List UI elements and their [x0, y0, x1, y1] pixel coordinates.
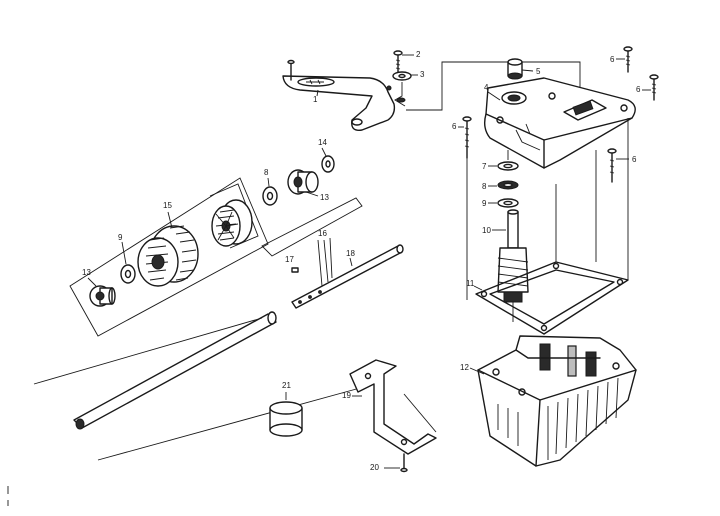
callout-15: 15	[163, 201, 172, 210]
callout-6c: 6	[452, 122, 457, 131]
washer-part-14[interactable]	[321, 155, 335, 173]
callout-9: 9	[482, 199, 487, 208]
gear-housing-part-12[interactable]	[477, 335, 637, 467]
pin-part-16[interactable]	[317, 237, 333, 287]
washer-part-9[interactable]	[497, 198, 519, 208]
shaft-part-18[interactable]	[291, 244, 404, 309]
bearing-part-13b[interactable]	[287, 169, 319, 195]
callout-7: 7	[482, 162, 487, 171]
callout-19: 19	[342, 391, 351, 400]
callout-20: 20	[370, 463, 379, 472]
callout-18: 18	[346, 249, 355, 258]
screw-part-6a[interactable]	[623, 46, 633, 73]
bushing-part-5[interactable]	[507, 58, 523, 80]
screw-part-6c[interactable]	[462, 116, 472, 159]
callout-8b: 8	[264, 168, 269, 177]
screw-part-2[interactable]	[393, 50, 403, 75]
callout-16: 16	[318, 229, 327, 238]
gear-housing-cover-part[interactable]	[483, 77, 636, 169]
callout-14: 14	[318, 138, 327, 147]
callout-3: 3	[420, 70, 425, 79]
clutch-gear-part[interactable]	[211, 199, 253, 247]
callout-6a: 6	[610, 55, 615, 64]
washer-part-8[interactable]	[497, 180, 519, 190]
bracket-part-19[interactable]	[349, 359, 437, 455]
long-shaft-part[interactable]	[73, 311, 277, 430]
callout-8: 8	[482, 182, 487, 191]
callout-11: 11	[466, 279, 475, 288]
lever-part[interactable]	[282, 59, 396, 131]
callout-6d: 6	[632, 155, 637, 164]
washer-part-8b[interactable]	[262, 186, 278, 206]
screw-part-20[interactable]	[400, 453, 408, 473]
washer-part-9b[interactable]	[120, 264, 136, 284]
callout-13a: 13	[82, 268, 91, 277]
screw-part-6d[interactable]	[607, 148, 617, 183]
screw-part-6b[interactable]	[649, 74, 659, 101]
callout-4: 4	[484, 83, 489, 92]
callout-5: 5	[536, 67, 541, 76]
bearing-part-13a[interactable]	[89, 285, 116, 307]
worm-shaft-part-10[interactable]	[497, 209, 529, 303]
callout-2: 2	[416, 50, 421, 59]
cap-part-21[interactable]	[269, 401, 303, 437]
callout-21: 21	[282, 381, 291, 390]
callout-12: 12	[460, 363, 469, 372]
callout-1: 1	[313, 95, 318, 104]
callout-9b: 9	[118, 233, 123, 242]
callout-17: 17	[285, 255, 294, 264]
washer-part-3[interactable]	[392, 71, 412, 81]
key-part-17[interactable]	[291, 267, 299, 273]
callout-13b: 13	[320, 193, 329, 202]
gear-assembly-part-15[interactable]	[137, 225, 199, 287]
callout-6b: 6	[636, 85, 641, 94]
callout-10: 10	[482, 226, 491, 235]
washer-part-7[interactable]	[497, 161, 519, 171]
